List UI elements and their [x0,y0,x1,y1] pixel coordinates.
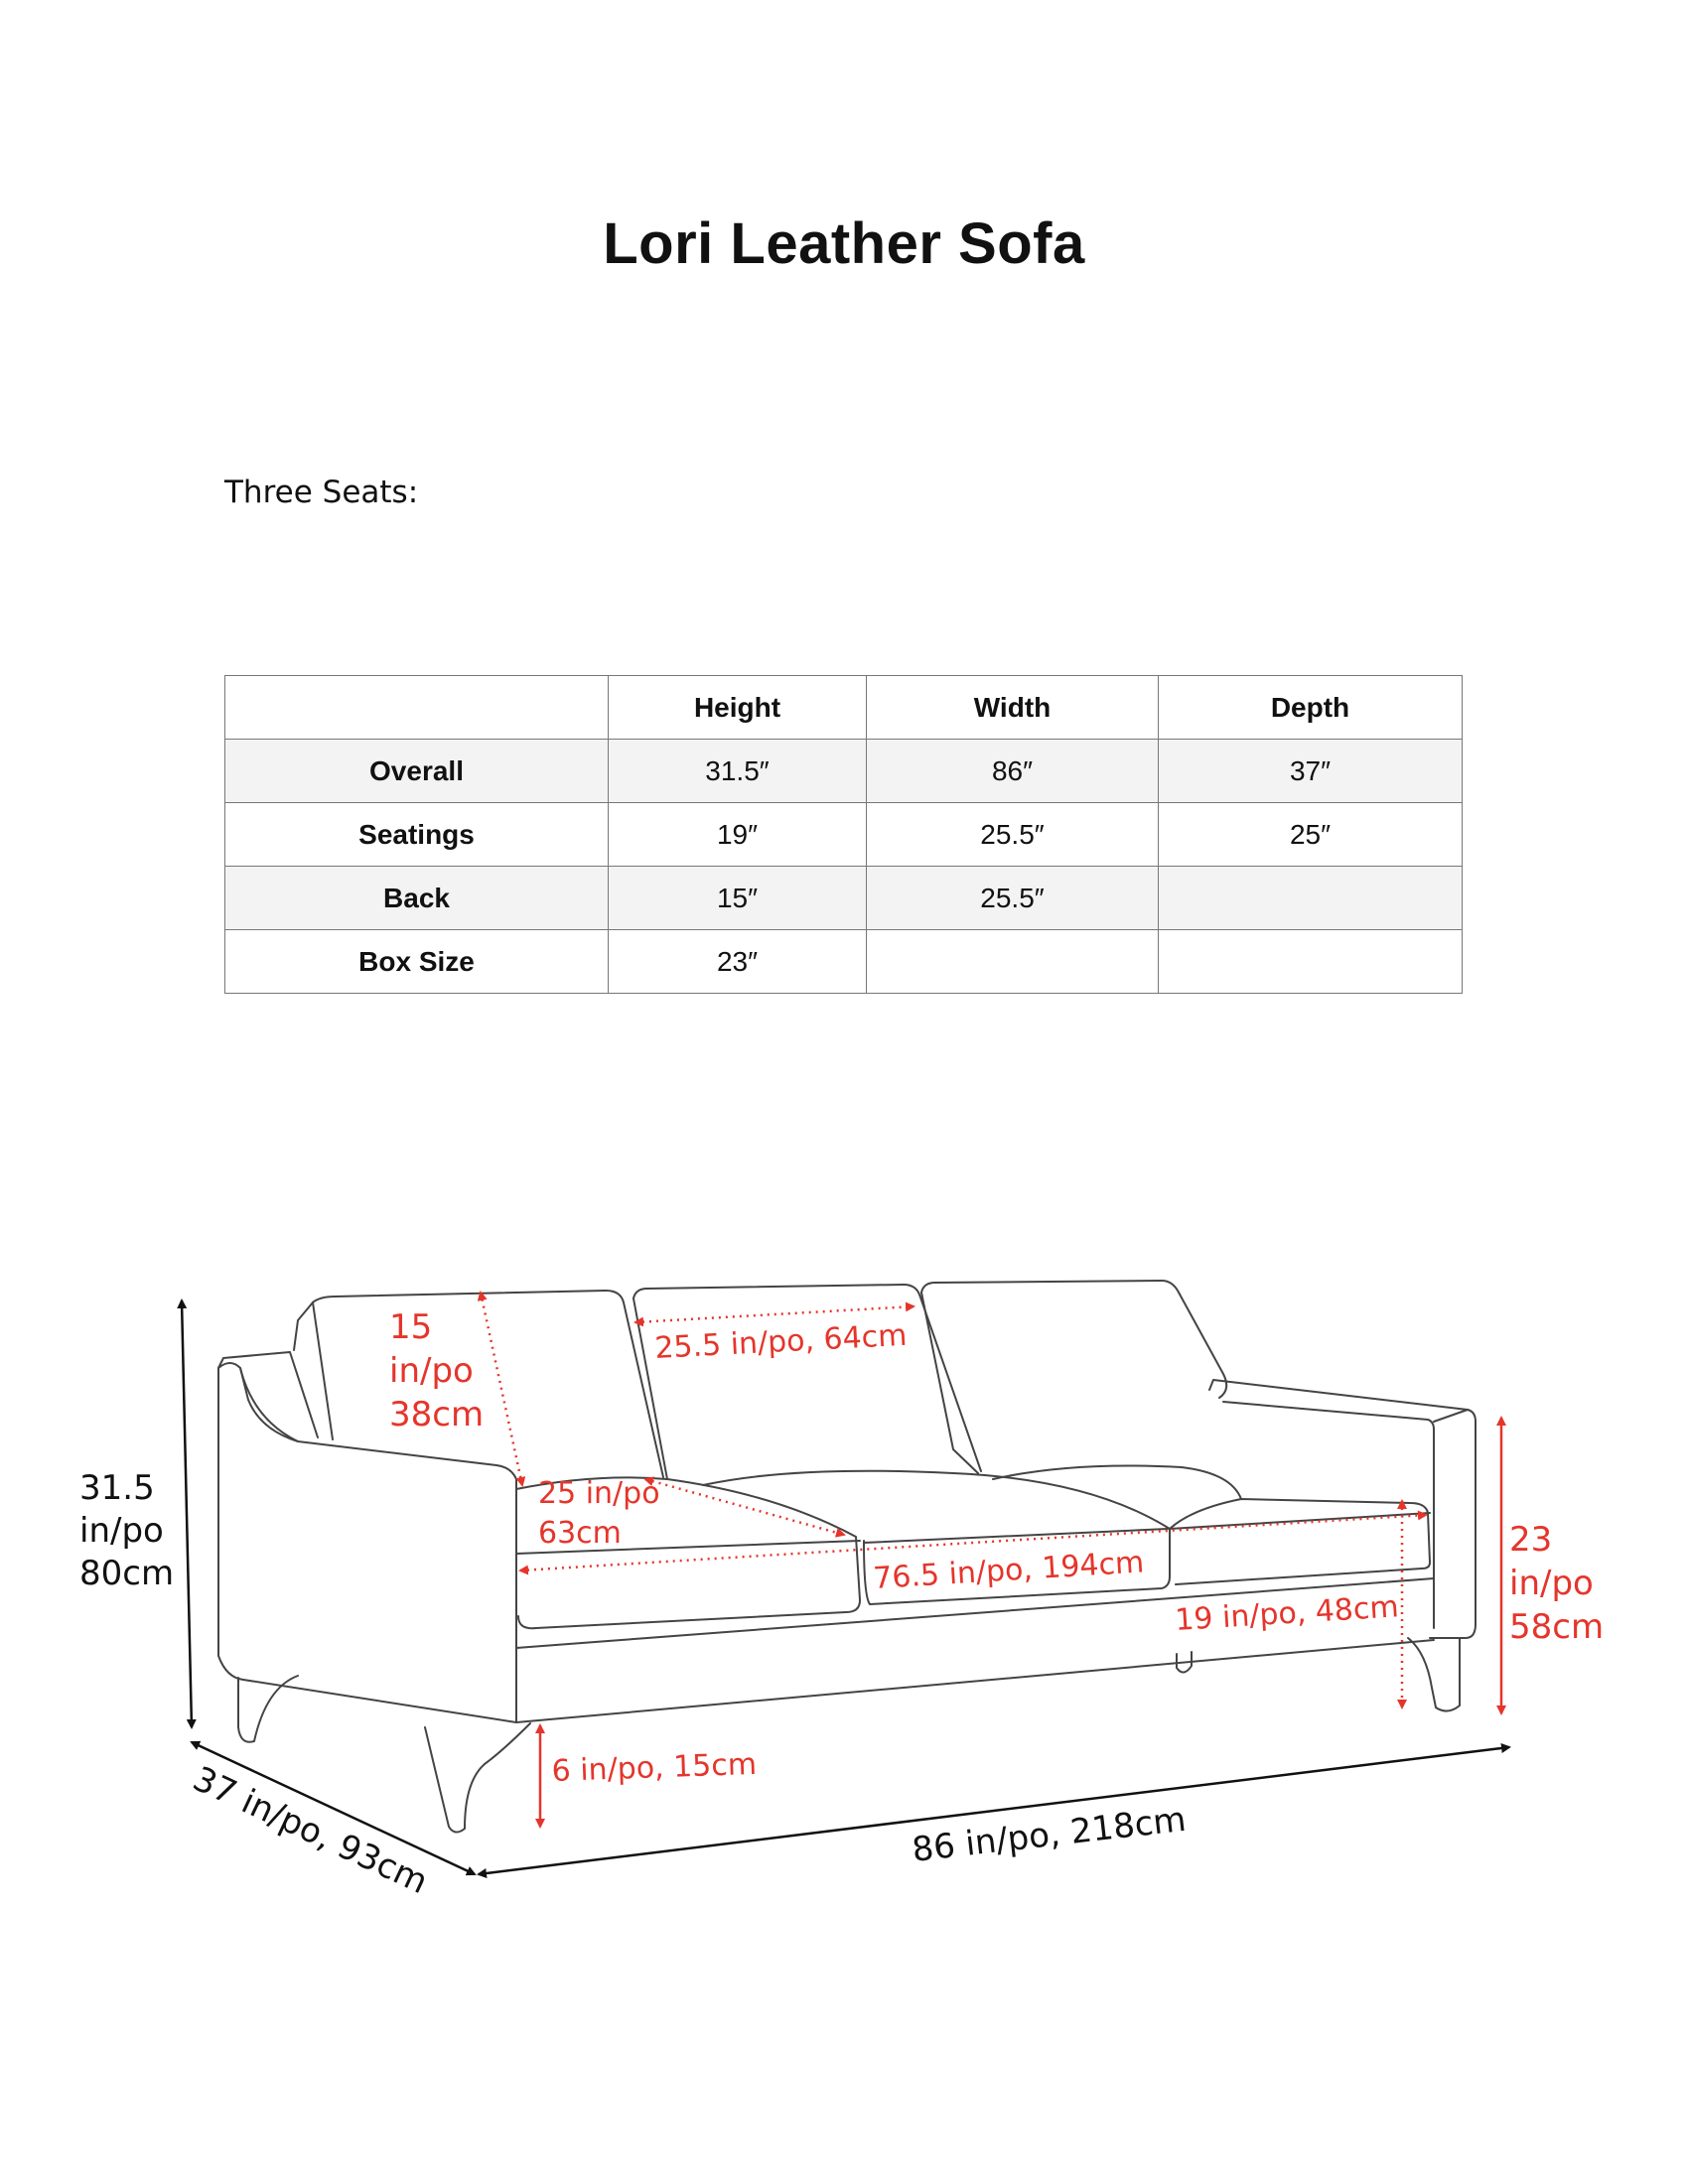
header-cell: Width [866,675,1159,740]
table-cell: 25.5″ [866,866,1159,930]
header-cell: Height [608,675,867,740]
header-cell: Depth [1158,675,1463,740]
table-cell: 23″ [608,929,867,994]
seat-depth-line [643,1476,846,1538]
row-label: Box Size [224,929,609,994]
table-row: Box Size 23″ [224,929,1463,994]
overall-depth-label: 37 in/po, 93cm [187,1759,434,1902]
table-cell: 25.5″ [866,802,1159,867]
table-cell: 25″ [1158,802,1463,867]
table-cell: 31.5″ [608,739,867,803]
sofa-dimension-diagram: 31.5 in/po 80cm 37 in/po, 93cm 86 in/po,… [79,1280,1605,1902]
table-cell [1158,929,1463,994]
seat-width-line [518,1510,1428,1575]
overall-width-label: 86 in/po, 218cm [910,1800,1188,1870]
table-cell: 86″ [866,739,1159,803]
overall-height-line [177,1298,197,1729]
row-label: Back [224,866,609,930]
table-row: Seatings 19″ 25.5″ 25″ [224,802,1463,867]
section-subtitle: Three Seats: [224,475,419,510]
seat-depth-label: 25 in/po 63cm [538,1476,669,1551]
header-cell [224,675,609,740]
back-height-line [477,1291,526,1487]
overall-height-label: 31.5 in/po 80cm [79,1468,175,1593]
table-cell [866,929,1159,994]
table-cell: 37″ [1158,739,1463,803]
table-row: Back 15″ 25.5″ [224,866,1463,930]
dimensions-table: Height Width Depth Overall 31.5″ 86″ 37″… [224,675,1463,994]
back-width-label: 25.5 in/po, 64cm [654,1318,909,1366]
table-row: Overall 31.5″ 86″ 37″ [224,739,1463,803]
overall-depth-line [190,1740,477,1876]
page-title: Lori Leather Sofa [603,211,1085,276]
seat-height-label: 19 in/po, 48cm [1174,1589,1399,1638]
back-height-label: 15 in/po 38cm [389,1307,485,1434]
arm-height-label: 23 in/po 58cm [1509,1520,1605,1647]
table-cell: 15″ [608,866,867,930]
back-width-line [633,1301,915,1327]
row-label: Overall [224,739,609,803]
row-label: Seatings [224,802,609,867]
overall-width-line [477,1743,1511,1878]
seat-width-label: 76.5 in/po, 194cm [872,1545,1145,1596]
table-header-row: Height Width Depth [224,675,1463,740]
table-cell [1158,866,1463,930]
leg-height-label: 6 in/po, 15cm [551,1747,758,1789]
table-cell: 19″ [608,802,867,867]
